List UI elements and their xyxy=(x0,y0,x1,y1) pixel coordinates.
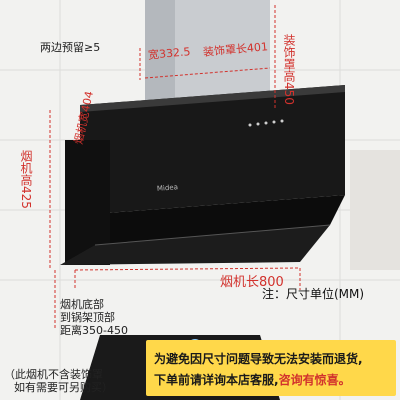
notice-line-1: 为避免因尺寸问题导致无法安装而退货, xyxy=(154,352,363,366)
hood-lower-panel xyxy=(80,195,345,245)
notice-line-2-part-a: 下单前请详询本店客服, xyxy=(154,373,279,387)
hood-glass-panel xyxy=(80,85,345,215)
hood-left-body xyxy=(65,140,110,265)
chimney-front xyxy=(145,0,270,110)
unit-note: 注：尺寸单位(MM) xyxy=(262,287,365,301)
chimney-shade xyxy=(145,0,175,110)
distance-line-1: 烟机底部 xyxy=(60,298,104,311)
right-cabinet xyxy=(350,150,400,270)
excluded-note: （此烟机不含装饰罩 如有需要可另购买） xyxy=(4,368,113,394)
distance-line-2: 到锅架顶部 xyxy=(60,311,115,324)
machine-length-label: 烟机长800 xyxy=(220,275,284,290)
excluded-note-line-1: （此烟机不含装饰罩 xyxy=(4,368,103,381)
control-buttons xyxy=(248,119,284,127)
machine-height-label: 烟机高425 xyxy=(19,150,33,209)
hood-bottom xyxy=(60,225,330,265)
hood-width-label: 宽332.5 xyxy=(147,45,191,62)
notice-banner: 为避免因尺寸问题导致无法安装而退货, 下单前请详询本店客服,咨询有惊喜。 xyxy=(146,340,396,396)
notice-line-2: 下单前请详询本店客服,咨询有惊喜。 xyxy=(154,371,351,388)
side-margin-label: 两边预留≥5 xyxy=(40,41,101,54)
notice-line-2-highlight: 咨询有惊喜。 xyxy=(278,373,351,387)
hood-height-label: 装饰罩高450 xyxy=(282,34,296,105)
distance-line-3: 距离350-450 xyxy=(60,324,128,337)
excluded-note-line-2: 如有需要可另购买） xyxy=(14,381,113,394)
distance-note: 烟机底部 到锅架顶部 距离350-450 xyxy=(60,298,128,337)
dimension-lines xyxy=(49,5,301,330)
